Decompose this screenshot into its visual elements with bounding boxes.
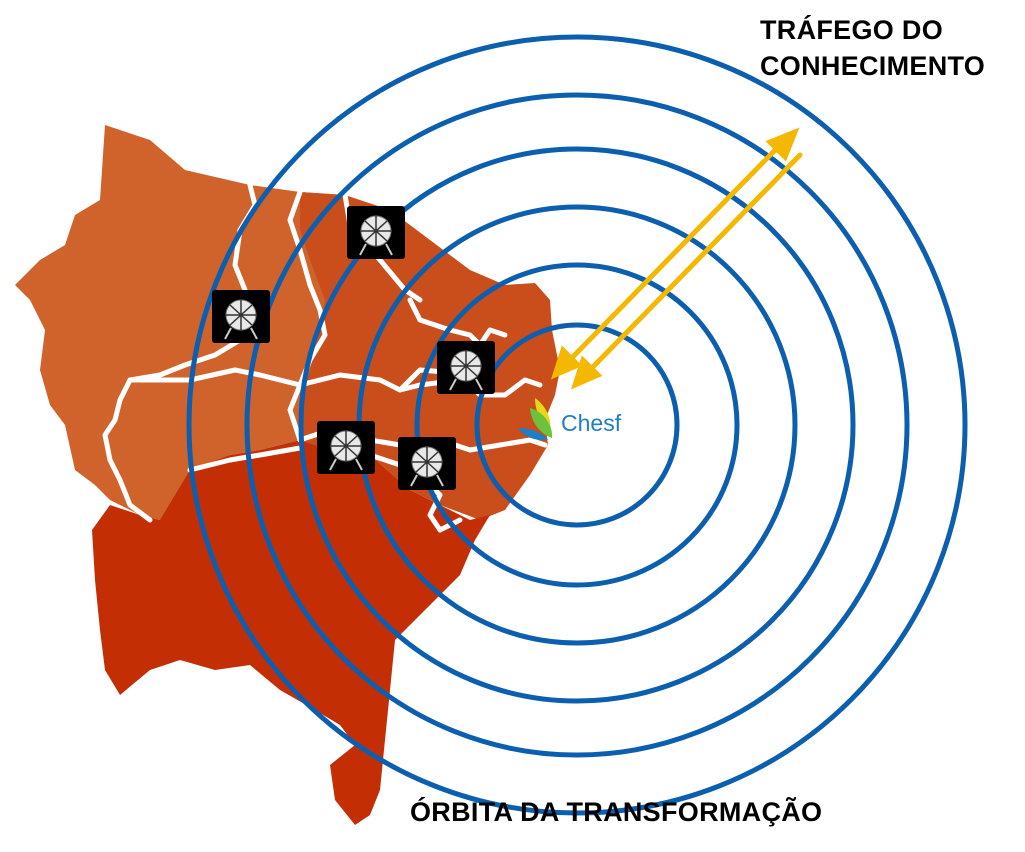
title-line-1: TRÁFEGO DO — [760, 15, 943, 45]
orbit-ring-4 — [298, 146, 856, 704]
traffic-arrows — [550, 127, 803, 390]
arrow-outbound-tail-head-icon — [550, 345, 583, 380]
orbit-ring-5 — [244, 92, 910, 758]
orbit-ring-1 — [474, 322, 680, 528]
satellite-marker — [347, 206, 405, 259]
arrow-inbound — [585, 152, 803, 375]
title-knowledge-traffic: TRÁFEGO DO CONHECIMENTO — [760, 12, 985, 84]
chesf-logo-text: Chesf — [561, 410, 622, 436]
satellite-marker — [398, 437, 456, 490]
arrow-outbound-head-icon — [765, 127, 800, 162]
satellite-marker — [317, 421, 375, 474]
chesf-leaf-logo-icon — [518, 398, 553, 441]
satellite-markers — [212, 206, 495, 490]
orbit-ring-2 — [414, 262, 740, 588]
orbit-rings — [186, 34, 968, 816]
orbit-ring-6 — [186, 34, 968, 816]
title-line-2: CONHECIMENTO — [760, 51, 986, 81]
arrow-outbound — [557, 142, 783, 373]
title-transformation-orbit: ÓRBITA DA TRANSFORMAÇÃO — [410, 797, 823, 827]
satellite-marker — [437, 341, 495, 394]
satellite-marker — [212, 290, 270, 343]
arrow-inbound-head-icon — [570, 355, 603, 390]
